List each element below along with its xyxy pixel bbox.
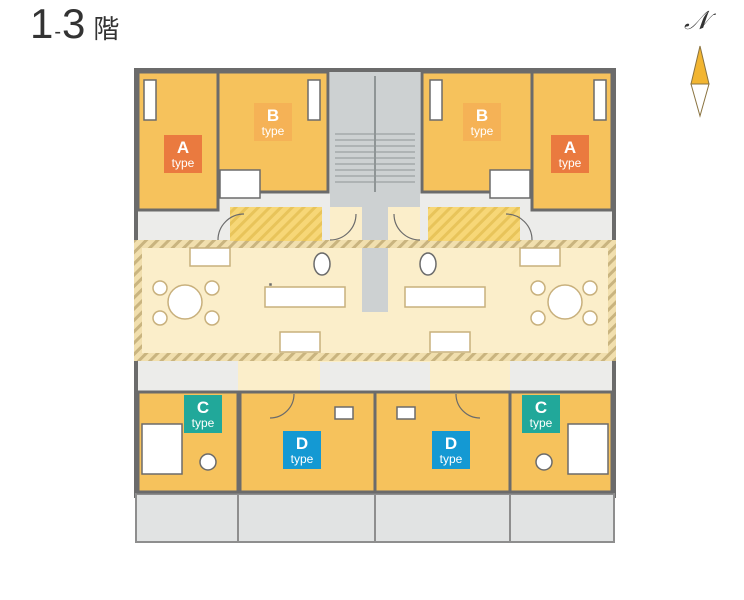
unit-badge-c-left[interactable]: C type bbox=[184, 395, 222, 433]
unit-type-label: type bbox=[439, 452, 463, 466]
unit-type-label: type bbox=[191, 416, 215, 430]
unit-badge-b-right[interactable]: B type bbox=[463, 103, 501, 141]
compass-arrow-icon bbox=[690, 45, 710, 118]
unit-letter: C bbox=[196, 398, 210, 417]
unit-letter: A bbox=[563, 138, 577, 157]
north-label: 𝒩 bbox=[684, 6, 709, 36]
unit-badge-b-left[interactable]: B type bbox=[254, 103, 292, 141]
north-compass-icon: 𝒩 bbox=[680, 6, 720, 118]
unit-letter: D bbox=[444, 434, 458, 453]
floor-plan: A type B type B type A type C type D typ… bbox=[130, 62, 620, 547]
unit-type-label: type bbox=[558, 156, 582, 170]
unit-letter: B bbox=[266, 106, 280, 125]
unit-type-label: type bbox=[171, 156, 195, 170]
unit-badge-a-right[interactable]: A type bbox=[551, 135, 589, 173]
floor-dash: - bbox=[54, 21, 62, 43]
unit-type-label: type bbox=[261, 124, 285, 138]
unit-badge-d-right[interactable]: D type bbox=[432, 431, 470, 469]
floor-start: 1 bbox=[30, 0, 54, 47]
unit-letter: A bbox=[176, 138, 190, 157]
unit-badge-d-left[interactable]: D type bbox=[283, 431, 321, 469]
floor-plan-drawing bbox=[134, 68, 616, 543]
floor-end: 3 bbox=[62, 0, 86, 47]
floor-title: 1 - 3 階 bbox=[30, 0, 119, 50]
unit-type-label: type bbox=[529, 416, 553, 430]
unit-letter: B bbox=[475, 106, 489, 125]
unit-letter: C bbox=[534, 398, 548, 417]
floor-suffix: 階 bbox=[93, 15, 120, 45]
unit-type-label: type bbox=[470, 124, 494, 138]
unit-badge-c-right[interactable]: C type bbox=[522, 395, 560, 433]
unit-type-label: type bbox=[290, 452, 314, 466]
unit-badge-a-left[interactable]: A type bbox=[164, 135, 202, 173]
unit-letter: D bbox=[295, 434, 309, 453]
